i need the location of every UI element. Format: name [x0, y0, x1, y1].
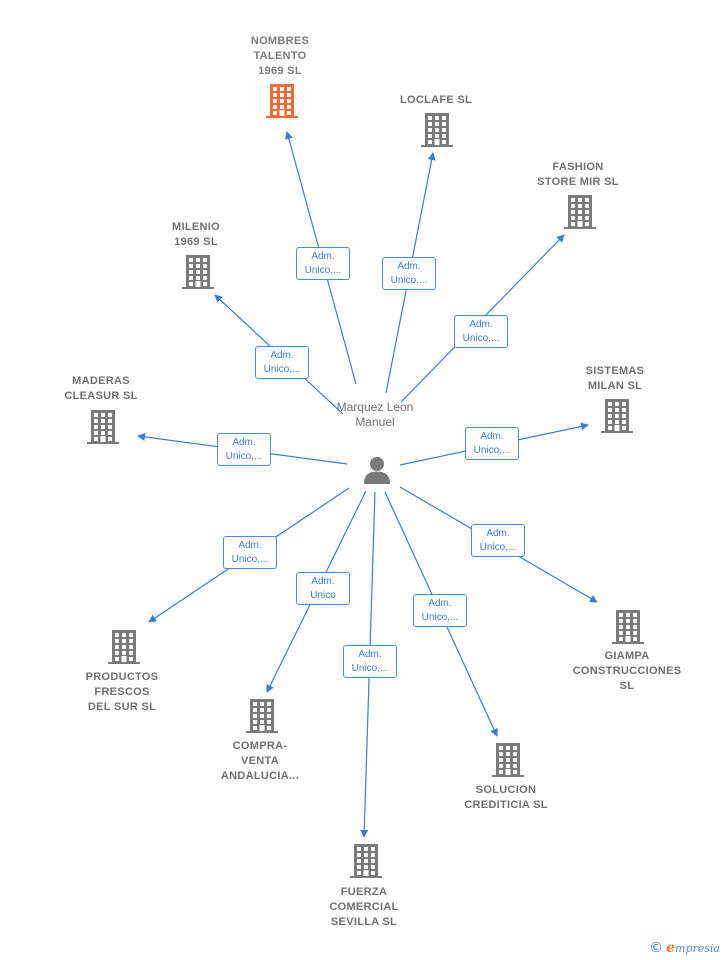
role-title: Adm.	[238, 540, 262, 551]
role-box-nombres-talento[interactable]: Adm. Unico,...	[296, 247, 350, 280]
company-name-fuerza-comercial[interactable]: FUERZA COMERCIAL SEVILLA SL	[329, 886, 399, 928]
building-icon-solucion-crediticia[interactable]	[491, 742, 525, 778]
company-name-solucion-crediticia[interactable]: SOLUCION CREDITICIA SL	[464, 784, 548, 811]
role-detail: Unico,...	[421, 612, 459, 623]
role-detail: Unico,...	[479, 542, 517, 553]
building-icon-loclafe[interactable]	[420, 112, 454, 148]
center-person-name: Marquez Leon Manuel	[336, 400, 414, 429]
building-icon-giampa-construcciones[interactable]	[611, 609, 645, 645]
role-box-loclafe[interactable]: Adm. Unico,...	[382, 257, 436, 290]
building-icon-milenio-1969[interactable]	[181, 254, 215, 290]
role-box-giampa-construcciones[interactable]: Adm. Unico,...	[471, 524, 525, 557]
role-detail: Unico,...	[231, 554, 269, 565]
role-box-fashion-store-mir[interactable]: Adm. Unico,...	[454, 315, 508, 348]
role-title: Adm.	[311, 576, 335, 587]
company-name-nombres-talento[interactable]: NOMBRES TALENTO 1969 SL	[250, 35, 310, 77]
company-name-loclafe[interactable]: LOCLAFE SL	[399, 94, 473, 106]
building-icon-maderas-cleasur[interactable]	[86, 409, 120, 445]
role-box-sistemas-milan[interactable]: Adm. Unico,...	[465, 427, 519, 460]
role-box-milenio-1969[interactable]: Adm. Unico,...	[255, 346, 309, 379]
copyright-symbol: ©	[649, 940, 664, 956]
company-name-maderas-cleasur[interactable]: MADERAS CLEASUR SL	[64, 375, 138, 402]
role-title: Adm.	[469, 319, 493, 330]
role-detail: Unico,...	[304, 265, 342, 276]
role-title: Adm.	[232, 437, 256, 448]
role-box-compra-venta[interactable]: Adm. Unico	[296, 572, 350, 605]
company-name-giampa-construcciones[interactable]: GIAMPA CONSTRUCCIONES SL	[572, 650, 682, 692]
role-title: Adm.	[311, 251, 335, 262]
building-icon-sistemas-milan[interactable]	[600, 398, 634, 434]
role-detail: Unico,...	[462, 333, 500, 344]
company-name-productos-frescos[interactable]: PRODUCTOS FRESCOS DEL SUR SL	[85, 671, 159, 713]
building-icon-compra-venta[interactable]	[245, 698, 279, 734]
building-icon-fuerza-comercial[interactable]	[349, 843, 383, 879]
role-title: Adm.	[397, 261, 421, 272]
brand-name: mpresia	[675, 942, 720, 955]
role-detail: Unico	[310, 590, 336, 601]
role-box-productos-frescos[interactable]: Adm. Unico,...	[223, 536, 277, 569]
company-name-milenio-1969[interactable]: MILENIO 1969 SL	[172, 221, 220, 248]
role-detail: Unico,...	[390, 275, 428, 286]
role-title: Adm.	[428, 598, 452, 609]
building-icon-nombres-talento[interactable]	[265, 83, 299, 119]
footer-brand[interactable]: ©empresia	[649, 940, 720, 956]
role-detail: Unico,...	[473, 445, 511, 456]
building-icon-productos-frescos[interactable]	[107, 629, 141, 665]
building-icon-fashion-store-mir[interactable]	[563, 194, 597, 230]
company-name-fashion-store-mir[interactable]: FASHION STORE MIR SL	[537, 161, 619, 188]
role-title: Adm.	[480, 431, 504, 442]
role-detail: Unico,...	[351, 663, 389, 674]
role-box-maderas-cleasur[interactable]: Adm. Unico,...	[217, 433, 271, 466]
role-detail: Unico,...	[263, 364, 301, 375]
role-title: Adm.	[358, 649, 382, 660]
role-box-solucion-crediticia[interactable]: Adm. Unico,...	[413, 594, 467, 627]
brand-initial: e	[666, 940, 676, 956]
company-name-sistemas-milan[interactable]: SISTEMAS MILAN SL	[585, 365, 645, 392]
role-detail: Unico,...	[225, 451, 263, 462]
company-name-compra-venta[interactable]: COMPRA- VENTA ANDALUCIA...	[220, 740, 300, 782]
person-icon[interactable]	[362, 455, 392, 485]
role-title: Adm.	[270, 350, 294, 361]
role-box-fuerza-comercial[interactable]: Adm. Unico,...	[343, 645, 397, 678]
role-title: Adm.	[486, 528, 510, 539]
